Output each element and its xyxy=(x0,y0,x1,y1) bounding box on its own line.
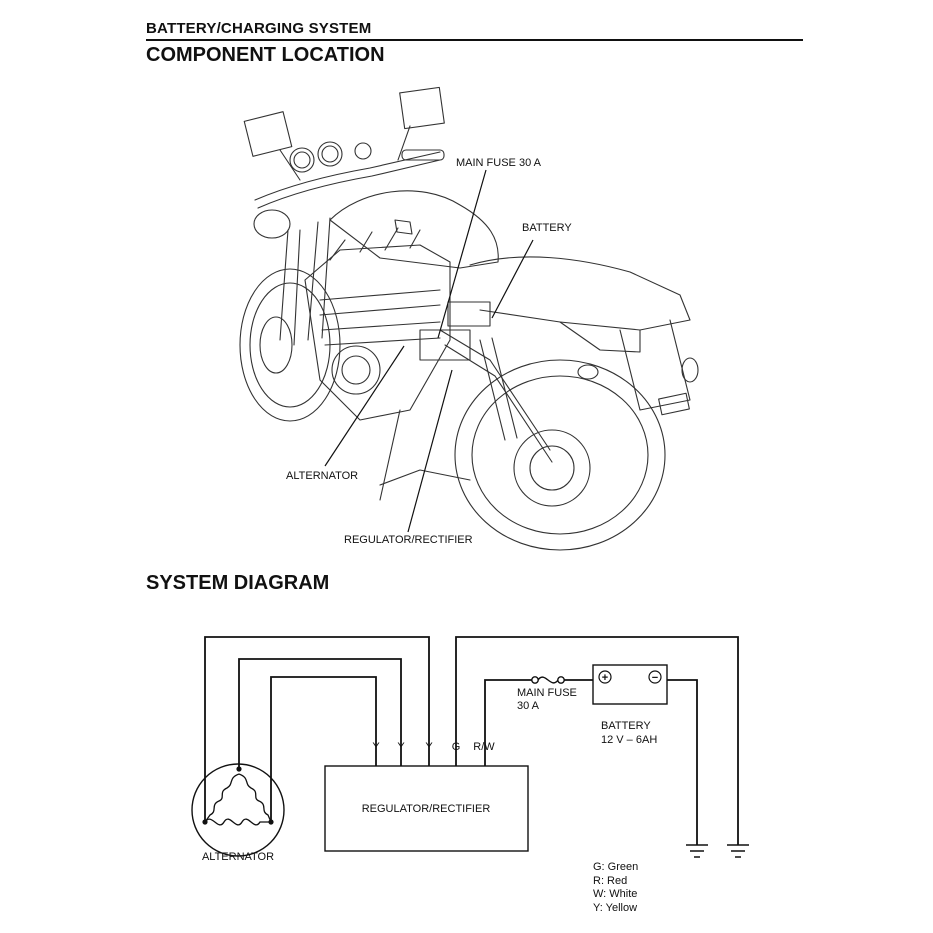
alternator-circle xyxy=(191,763,285,857)
main-fuse-label: MAIN FUSE xyxy=(517,687,577,699)
system-diagram xyxy=(191,636,749,858)
wire-label-y1: Y xyxy=(372,741,380,753)
header-rule xyxy=(146,39,803,41)
stator-coil-left xyxy=(204,773,240,823)
battery-label: BATTERY xyxy=(601,720,651,732)
ground-symbol-1 xyxy=(686,844,708,858)
wire-color-legend: G: Green R: Red W: White Y: Yellow xyxy=(593,861,638,915)
battery-negative-sign: − xyxy=(652,672,658,684)
main-fuse-leader xyxy=(437,169,487,339)
wire-rw xyxy=(484,679,532,766)
wire-label-g: G xyxy=(452,741,461,753)
alternator-leader xyxy=(324,345,405,467)
fuse-element xyxy=(537,676,559,684)
wire-battery-ground xyxy=(667,679,698,845)
regulator-label: REGULATOR/RECTIFIER xyxy=(362,803,491,815)
alternator-label: ALTERNATOR xyxy=(202,851,274,863)
wire-g xyxy=(455,636,739,845)
component-location-heading: COMPONENT LOCATION xyxy=(146,44,385,66)
battery-spec: 12 V – 6AH xyxy=(601,734,657,746)
legend-item: W: White xyxy=(593,888,638,900)
regulator-box xyxy=(324,765,529,852)
callout-regulator: REGULATOR/RECTIFIER xyxy=(344,534,473,546)
wire-y1 xyxy=(204,636,430,822)
battery-box xyxy=(592,664,668,705)
battery-positive-sign: + xyxy=(602,672,608,684)
legend-item: Y: Yellow xyxy=(593,901,638,914)
stator-coil-bottom xyxy=(204,818,271,826)
ground-symbol-2 xyxy=(727,844,749,858)
wire-label-rw: R/W xyxy=(473,741,495,753)
callout-main-fuse: MAIN FUSE 30 A xyxy=(456,157,542,169)
motorcycle-illustration xyxy=(239,86,699,551)
battery-leader xyxy=(491,239,534,319)
battery-positive-terminal xyxy=(598,670,612,684)
stator-coil-right xyxy=(238,773,272,823)
regulator-leader xyxy=(407,369,453,533)
wire-label-y3: Y xyxy=(425,741,433,753)
legend-item: G: Green xyxy=(593,861,639,873)
battery-negative-terminal xyxy=(648,670,662,684)
section-header: BATTERY/CHARGING SYSTEM xyxy=(146,20,372,37)
wire-label-y2: Y xyxy=(397,741,405,753)
wire-y3 xyxy=(270,676,377,822)
system-diagram-heading: SYSTEM DIAGRAM xyxy=(146,572,330,594)
callout-alternator: ALTERNATOR xyxy=(286,470,358,482)
wire-y2 xyxy=(238,658,402,768)
legend-item: R: Red xyxy=(593,874,628,887)
main-fuse-rating: 30 A xyxy=(517,700,540,712)
callout-battery: BATTERY xyxy=(522,222,572,234)
illustration-callouts xyxy=(324,169,534,533)
